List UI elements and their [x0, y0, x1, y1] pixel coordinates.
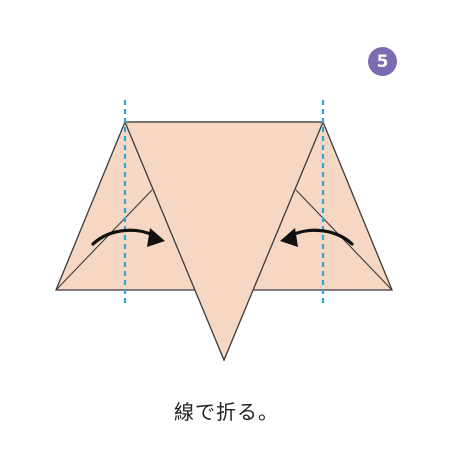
curved-arrow-right-icon [91, 228, 165, 247]
curved-arrow-left-icon [280, 228, 354, 247]
step-number: 5 [376, 51, 389, 72]
crease-right-flap [295, 189, 393, 291]
crease-left-flap [55, 189, 153, 291]
instruction-caption: 線で折る。 [174, 400, 279, 424]
paper-center-triangle [124, 121, 324, 362]
step-number-badge: 5 [368, 47, 397, 76]
